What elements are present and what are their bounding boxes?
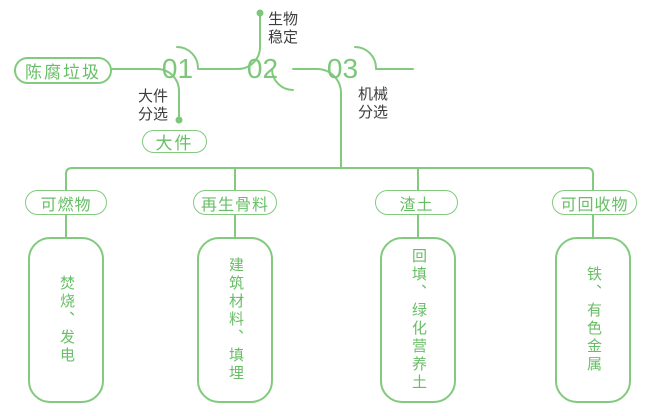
category-label: 渣土 bbox=[399, 196, 434, 214]
detail-box-combustible: 焚烧、发电 bbox=[28, 237, 104, 403]
category-pill-combustible: 可燃物 bbox=[25, 190, 107, 215]
category-pill-slag-soil: 渣土 bbox=[375, 190, 458, 215]
line-source-to-step01 bbox=[111, 68, 180, 117]
swoosh-step03 bbox=[354, 46, 377, 69]
swoosh-step02 bbox=[271, 68, 294, 91]
step-number-03: 03 bbox=[326, 53, 359, 84]
source-pill: 陈腐垃圾 bbox=[14, 57, 112, 84]
detail-text: 焚烧、发电 bbox=[58, 275, 75, 365]
line-step02-to-step03 bbox=[292, 68, 342, 169]
detail-text: 建筑材料、填埋 bbox=[227, 257, 244, 383]
detail-box-recycled-aggregate: 建筑材料、填埋 bbox=[197, 237, 273, 403]
branch-bar bbox=[65, 167, 594, 191]
swoosh-step01 bbox=[176, 46, 199, 69]
category-pill-recycled-aggregate: 再生骨料 bbox=[193, 190, 277, 215]
step-number-02: 02 bbox=[246, 53, 279, 84]
detail-text: 铁、有色金属 bbox=[585, 266, 602, 374]
line-step01-to-step02 bbox=[197, 15, 261, 70]
detail-box-recyclable: 铁、有色金属 bbox=[555, 237, 631, 403]
category-label: 可回收物 bbox=[560, 196, 629, 214]
category-label: 可燃物 bbox=[40, 196, 92, 214]
large-item-pill: 大件 bbox=[142, 130, 207, 153]
large-item-label: 大件 bbox=[155, 134, 194, 153]
step02-label: 生物 稳定 bbox=[268, 11, 299, 46]
step03-label: 机械 分选 bbox=[358, 86, 389, 121]
category-pill-recyclable: 可回收物 bbox=[552, 190, 637, 215]
step-number-01: 01 bbox=[161, 53, 194, 84]
step01-label: 大件 分选 bbox=[138, 88, 169, 123]
node-dot-bio bbox=[256, 9, 264, 17]
detail-text: 回填、绿化营养土 bbox=[410, 248, 427, 392]
source-label: 陈腐垃圾 bbox=[25, 63, 101, 82]
node-dot-large bbox=[175, 116, 183, 124]
category-label: 再生骨料 bbox=[200, 196, 269, 214]
detail-box-slag-soil: 回填、绿化营养土 bbox=[380, 237, 456, 403]
